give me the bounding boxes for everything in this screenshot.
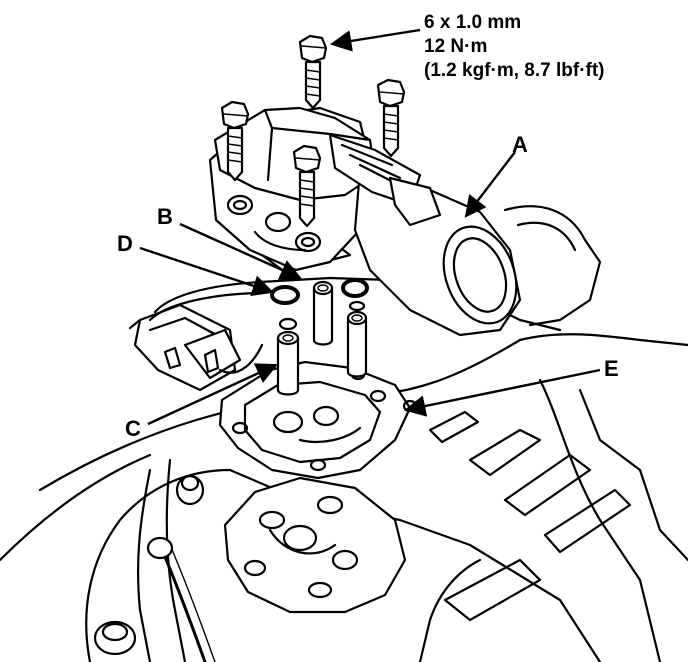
leader-e bbox=[403, 368, 601, 417]
transmission-housing bbox=[0, 333, 688, 662]
bolt-2 bbox=[376, 78, 406, 158]
bolt-spec-label: 6 x 1.0 mm 12 N·m (1.2 kgf·m, 8.7 lbf·ft… bbox=[424, 12, 605, 81]
bolt-3 bbox=[220, 100, 250, 182]
bolt-size-text: 6 x 1.0 mm bbox=[424, 12, 521, 33]
mounting-bolts bbox=[220, 34, 406, 228]
callout-e: E bbox=[604, 356, 619, 381]
bolt-torque-alt-text: (1.2 kgf·m, 8.7 lbf·ft) bbox=[424, 60, 605, 81]
callout-a: A bbox=[512, 132, 528, 157]
callout-b: B bbox=[157, 204, 173, 229]
gasket-e bbox=[218, 360, 418, 480]
callout-c: C bbox=[125, 416, 141, 441]
bolt-torque-text: 12 N·m bbox=[424, 36, 487, 57]
oil-pipes bbox=[276, 280, 368, 396]
bolt-4 bbox=[292, 144, 322, 228]
leader-d bbox=[139, 246, 275, 297]
leader-a bbox=[464, 151, 516, 218]
leader-c bbox=[147, 363, 278, 426]
leader-lines bbox=[139, 28, 601, 426]
shift-solenoid-a bbox=[208, 106, 602, 337]
leader-b bbox=[179, 222, 302, 280]
callout-d: D bbox=[117, 231, 133, 256]
leader-bolt-spec bbox=[329, 28, 421, 52]
bolt-1 bbox=[298, 34, 328, 110]
